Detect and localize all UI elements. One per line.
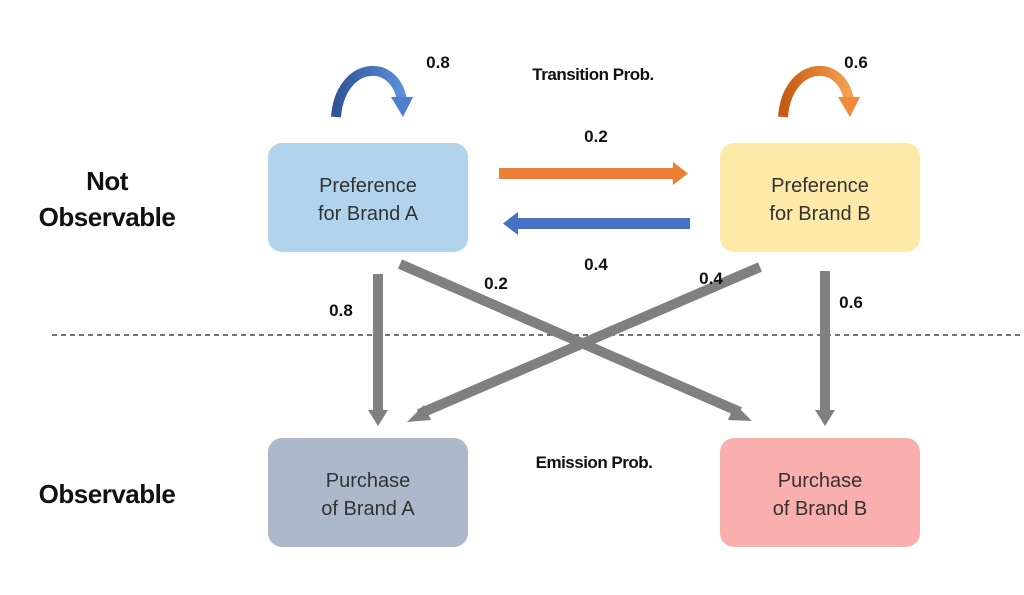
node-preference-brand-a-line2: for Brand A [318,203,419,225]
arrow-a-to-purchase-b [398,259,742,417]
prob-a-to-b: 0.2 [584,127,608,146]
prob-a-to-purchase-b: 0.2 [484,274,508,293]
prob-a-to-a: 0.8 [426,53,450,72]
self-loop-b-arrowhead [838,97,860,117]
node-purchase-brand-b-line2: of Brand B [773,498,868,520]
transition-caption: Transition Prob. [532,65,653,84]
self-loop-b [778,65,860,118]
emission-caption: Emission Prob. [536,453,653,472]
arrowhead-b-to-a [503,212,518,235]
not-observable-label-line2: Observable [39,202,176,232]
self-loop-a-arrowhead [391,97,413,117]
prob-b-to-a: 0.4 [584,255,608,274]
node-purchase-brand-a: Purchase of Brand A [268,438,468,547]
arrow-a-to-b-shaft [499,168,675,179]
arrowhead-a-to-b [673,162,688,185]
arrowhead-b-to-purchase-b [815,410,835,426]
node-preference-brand-b-line1: Preference [771,175,869,197]
not-observable-label-line1: Not [86,166,129,196]
prob-a-to-purchase-a: 0.8 [329,301,353,320]
arrowhead-b-to-purchase-a [407,405,431,422]
node-purchase-brand-b: Purchase of Brand B [720,438,920,547]
arrowhead-a-to-purchase-a [368,410,388,426]
observable-label: Observable [39,479,176,509]
arrow-b-to-a-shaft [516,218,690,229]
self-loop-a [331,65,413,118]
arrow-b-to-purchase-a [417,262,762,419]
node-preference-brand-b: Preference for Brand B [720,143,920,252]
node-purchase-brand-b-line1: Purchase [778,470,863,492]
node-preference-brand-a-line1: Preference [319,175,417,197]
transition-arrows [499,162,690,235]
emission-arrows [368,259,835,426]
arrowhead-a-to-purchase-b [728,404,752,421]
node-purchase-brand-a-line2: of Brand A [321,498,415,520]
node-preference-brand-a: Preference for Brand A [268,143,468,252]
node-preference-brand-b-line2: for Brand B [769,203,870,225]
prob-b-to-purchase-a: 0.4 [699,269,723,288]
prob-b-to-b: 0.6 [844,53,868,72]
node-purchase-brand-a-line1: Purchase [326,470,411,492]
prob-b-to-purchase-b: 0.6 [839,293,863,312]
